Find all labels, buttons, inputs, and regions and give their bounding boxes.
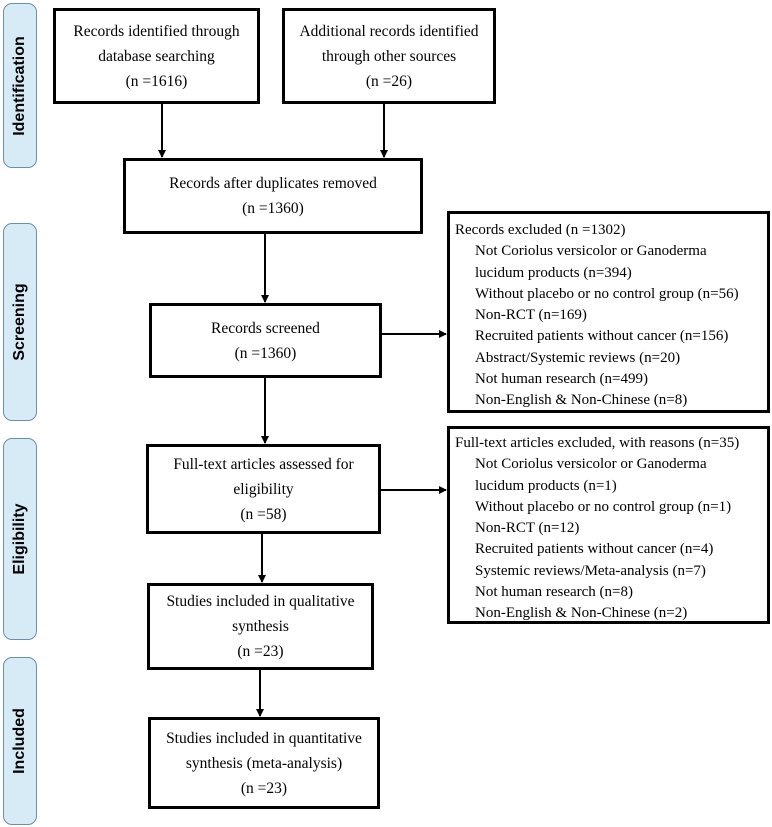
quantitative-line1: Studies included in quantitative bbox=[166, 729, 362, 747]
records-excluded-item: Recruited patients without cancer (n=156… bbox=[475, 328, 729, 345]
box-qualitative-synthesis: Studies included in qualitative synthesi… bbox=[147, 583, 374, 670]
phase-included: Included bbox=[3, 657, 37, 825]
box-fulltext-excluded: Full-text articles excluded, with reason… bbox=[447, 426, 770, 624]
qualitative-line1: Studies included in qualitative bbox=[166, 593, 355, 610]
fulltext-count: (n =58) bbox=[240, 505, 287, 523]
duplicates-count: (n =1360) bbox=[242, 200, 304, 217]
fulltext-excluded-item: Non-English & Non-Chinese (n=2) bbox=[475, 605, 688, 622]
database-line1: Records identified through bbox=[73, 22, 240, 40]
box-fulltext-assessed: Full-text articles assessed for eligibil… bbox=[146, 444, 381, 534]
box-duplicates-removed: Records after duplicates removed (n =136… bbox=[123, 158, 423, 234]
records-excluded-item: Not human research (n=499) bbox=[475, 371, 648, 388]
phase-eligibility: Eligibility bbox=[3, 438, 37, 640]
qualitative-count: (n =23) bbox=[237, 643, 284, 660]
screened-line1: Records screened bbox=[211, 319, 320, 337]
fulltext-excluded-item: lucidum products (n=1) bbox=[475, 477, 617, 494]
fulltext-line2: eligibility bbox=[233, 480, 294, 498]
records-excluded-item: lucidum products (n=394) bbox=[475, 264, 632, 281]
box-database-records: Records identified through database sear… bbox=[53, 8, 260, 104]
other-count: (n =26) bbox=[365, 72, 413, 90]
box-other-sources: Additional records identified through ot… bbox=[282, 8, 496, 104]
records-excluded-item: Abstract/Systemic reviews (n=20) bbox=[475, 349, 681, 366]
records-excluded-item: Not Coriolus versicolor or Ganoderma bbox=[475, 243, 707, 260]
other-line2: through other sources bbox=[321, 47, 457, 65]
screened-count: (n =1360) bbox=[234, 344, 297, 362]
fulltext-line1: Full-text articles assessed for bbox=[173, 455, 354, 473]
box-quantitative-synthesis: Studies included in quantitative synthes… bbox=[148, 717, 380, 809]
fulltext-excluded-item: Systemic reviews/Meta-analysis (n=7) bbox=[475, 562, 706, 579]
phase-identification: Identification bbox=[3, 3, 37, 168]
box-records-screened: Records screened (n =1360) bbox=[149, 303, 382, 378]
quantitative-count: (n =23) bbox=[240, 779, 288, 797]
fulltext-excluded-item: Recruited patients without cancer (n=4) bbox=[475, 541, 714, 558]
fulltext-excluded-item: Non-RCT (n=12) bbox=[475, 520, 580, 537]
other-line1: Additional records identified bbox=[299, 22, 479, 40]
phase-screening: Screening bbox=[3, 223, 37, 421]
quantitative-line2: synthesis (meta-analysis) bbox=[185, 754, 343, 772]
box-records-excluded: Records excluded (n =1302) Not Coriolus … bbox=[447, 211, 770, 413]
duplicates-line1: Records after duplicates removed bbox=[169, 175, 377, 192]
database-line2: database searching bbox=[98, 47, 215, 65]
fulltext-excluded-item: Without placebo or no control group (n=1… bbox=[475, 498, 732, 515]
records-excluded-item: Non-RCT (n=169) bbox=[475, 307, 587, 324]
qualitative-line2: synthesis bbox=[232, 618, 289, 635]
fulltext-excluded-item: Not Coriolus versicolor or Ganoderma bbox=[475, 456, 707, 473]
fulltext-excluded-title: Full-text articles excluded, with reason… bbox=[455, 435, 740, 451]
database-count: (n =1616) bbox=[125, 72, 188, 90]
records-excluded-item: Without placebo or no control group (n=5… bbox=[475, 285, 739, 302]
records-excluded-title: Records excluded (n =1302) bbox=[455, 222, 626, 238]
records-excluded-item: Non-English & Non-Chinese (n=8) bbox=[475, 392, 688, 409]
fulltext-excluded-item: Not human research (n=8) bbox=[475, 584, 633, 601]
